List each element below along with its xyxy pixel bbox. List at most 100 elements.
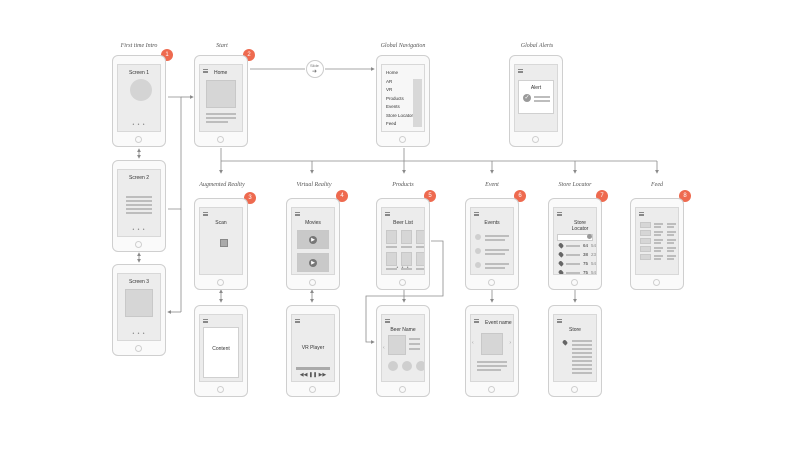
nav-menu-item[interactable]: Products — [386, 95, 404, 101]
caption-global-alerts: Global Alerts — [520, 43, 554, 49]
chevron-left-icon[interactable]: ‹ — [472, 340, 474, 346]
feed-thumbnail[interactable] — [640, 238, 651, 244]
phone-screen-2: Screen 2 • • • — [112, 160, 166, 252]
caption-global-navigation: Global Navigation — [380, 43, 426, 49]
player-controls-icon[interactable]: ◀◀ ❚❚ ▶▶ — [299, 372, 327, 378]
nav-menu-item[interactable]: VR — [386, 87, 393, 92]
product-tile[interactable] — [416, 252, 424, 266]
product-tile[interactable] — [401, 230, 412, 244]
text-line — [206, 113, 236, 115]
text-line — [654, 226, 661, 228]
text-line — [126, 208, 152, 210]
store-distance: 23 — [591, 252, 597, 257]
text-line — [485, 263, 509, 265]
screen-title: Store — [569, 327, 581, 333]
feed-thumbnail[interactable] — [640, 230, 651, 236]
chevron-left-icon[interactable]: ‹ — [383, 345, 385, 351]
map-pin-icon — [557, 251, 565, 258]
text-line — [477, 365, 507, 367]
pager-dots: • • • — [396, 265, 410, 271]
alert-title: Alert — [530, 85, 542, 91]
text-line — [572, 348, 592, 350]
hamburger-menu-icon — [557, 212, 562, 216]
image-placeholder — [130, 79, 152, 101]
image-placeholder — [206, 80, 236, 108]
chevron-right-icon[interactable]: › — [509, 340, 511, 346]
feed-thumbnail[interactable] — [640, 222, 651, 228]
search-icon[interactable] — [587, 234, 592, 239]
text-line — [534, 96, 550, 98]
product-tile[interactable] — [386, 230, 397, 244]
text-line — [566, 245, 580, 247]
feed-thumbnail[interactable] — [640, 246, 651, 252]
feed-thumbnail[interactable] — [640, 254, 651, 260]
home-button — [653, 279, 660, 286]
pager-dots: • • • — [132, 122, 146, 128]
hamburger-menu-icon — [295, 319, 300, 323]
variant-thumbnail[interactable] — [416, 361, 424, 371]
text-line — [206, 121, 228, 123]
caption-feed: Feed — [651, 182, 663, 188]
home-button — [217, 386, 224, 393]
product-image — [388, 335, 406, 355]
text-line — [409, 348, 420, 350]
home-button — [309, 386, 316, 393]
home-button — [135, 241, 142, 248]
text-line — [654, 250, 661, 252]
screen-title: Movies — [305, 220, 321, 226]
screen-title: Screen 2 — [128, 175, 149, 181]
hamburger-menu-icon — [474, 319, 479, 323]
text-line — [401, 268, 412, 270]
text-line — [572, 372, 592, 374]
connector-line — [168, 96, 182, 210]
movie-thumbnail[interactable]: ▶ — [297, 253, 329, 272]
phone-event-detail: Event name ‹ › — [465, 305, 519, 397]
play-icon[interactable]: ▶ — [309, 258, 317, 267]
text-line — [409, 338, 420, 340]
progress-track[interactable] — [296, 367, 330, 370]
event-icon — [475, 234, 481, 240]
product-tile[interactable] — [386, 252, 397, 266]
variant-thumbnail[interactable] — [388, 361, 398, 371]
nav-menu-item[interactable]: Events — [386, 104, 400, 109]
text-line — [126, 204, 152, 206]
text-line — [667, 231, 676, 233]
text-line — [667, 258, 674, 260]
text-line — [485, 253, 505, 255]
text-line — [566, 254, 580, 256]
text-line — [572, 344, 592, 346]
screen-area: Events — [470, 207, 514, 275]
text-line — [126, 212, 152, 214]
screen-title: Beer Name — [390, 327, 416, 333]
play-icon[interactable]: ▶ — [309, 235, 317, 244]
text-line — [566, 263, 580, 265]
search-input[interactable] — [557, 234, 593, 241]
text-line — [654, 258, 661, 260]
variant-thumbnail[interactable] — [402, 361, 412, 371]
phone-screen-1: Screen 1 • • • — [112, 55, 166, 147]
nav-menu-item[interactable]: AR — [386, 78, 393, 84]
screen-area: Store — [553, 314, 597, 382]
text-line — [667, 223, 676, 225]
event-icon — [475, 248, 481, 254]
nav-menu-item[interactable]: Store Locator — [386, 112, 414, 118]
screen-title: Screen 1 — [128, 70, 149, 76]
product-tile[interactable] — [401, 252, 412, 266]
text-line — [667, 247, 676, 249]
text-line — [654, 234, 661, 236]
phone-beer-detail: Beer Name ‹ — [376, 305, 430, 397]
nav-menu-item[interactable]: Home — [386, 70, 399, 75]
text-line — [667, 242, 674, 244]
nav-menu-item[interactable]: Feed — [386, 121, 397, 126]
product-tile[interactable] — [416, 230, 424, 244]
screen-area: Event name ‹ › — [470, 314, 514, 382]
hamburger-menu-icon — [474, 212, 479, 216]
phone-home: Home — [194, 55, 248, 147]
phone-feed — [630, 198, 684, 290]
caption-store-locator: Store Locator — [558, 182, 592, 188]
movie-thumbnail[interactable]: ▶ — [297, 230, 329, 249]
